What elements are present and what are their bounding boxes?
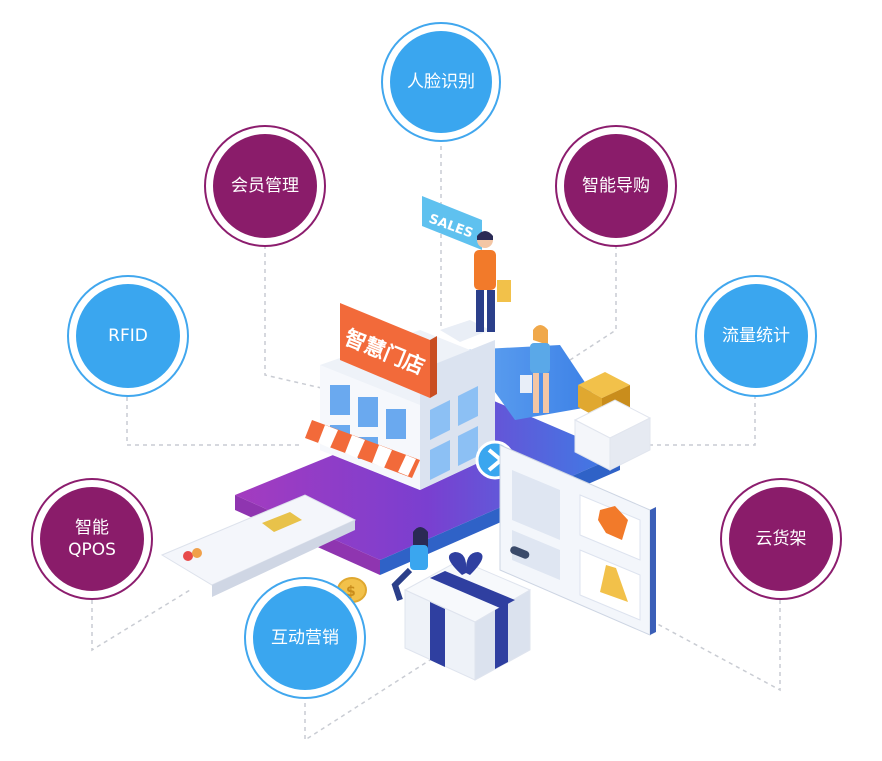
- node-face-recognition[interactable]: 人脸识别: [381, 22, 501, 142]
- node-label: 互动营销: [271, 628, 339, 648]
- salesman-figure: [474, 231, 511, 332]
- node-label: 流量统计: [722, 326, 790, 346]
- node-label: 人脸识别: [407, 72, 475, 92]
- shopper-figure: [520, 325, 550, 413]
- sales-sign: SALES: [422, 196, 482, 250]
- node-cloud-shelf[interactable]: 云货架: [720, 478, 842, 600]
- connector-member: [264, 245, 331, 391]
- node-label: 智能 QPOS: [68, 518, 116, 560]
- connector-qpos: [91, 589, 191, 652]
- node-label: RFID: [108, 326, 148, 346]
- connector-guide: [569, 245, 617, 361]
- connector-traffic: [640, 395, 756, 446]
- node-traffic-stats[interactable]: 流量统计: [695, 275, 817, 397]
- node-rfid[interactable]: RFID: [67, 275, 189, 397]
- credit-card: [160, 494, 357, 597]
- node-member-management[interactable]: 会员管理: [204, 125, 326, 247]
- shelf-panel: [499, 444, 656, 636]
- connector-shelf: [649, 600, 781, 692]
- connector-rfid: [126, 397, 300, 446]
- node-smart-qpos[interactable]: 智能 QPOS: [31, 478, 153, 600]
- node-smart-guide[interactable]: 智能导购: [555, 125, 677, 247]
- node-label: 智能导购: [582, 176, 650, 196]
- upper-platform: [465, 345, 600, 420]
- store-building: [305, 320, 495, 490]
- node-label: 会员管理: [231, 176, 299, 196]
- node-label: 云货架: [755, 529, 807, 549]
- parcel-boxes: [573, 372, 652, 471]
- node-interactive-marketing[interactable]: 互动营销: [244, 577, 366, 699]
- sitting-person: [391, 527, 428, 601]
- gift-box: [403, 552, 532, 681]
- svg-text:$: $: [346, 584, 356, 600]
